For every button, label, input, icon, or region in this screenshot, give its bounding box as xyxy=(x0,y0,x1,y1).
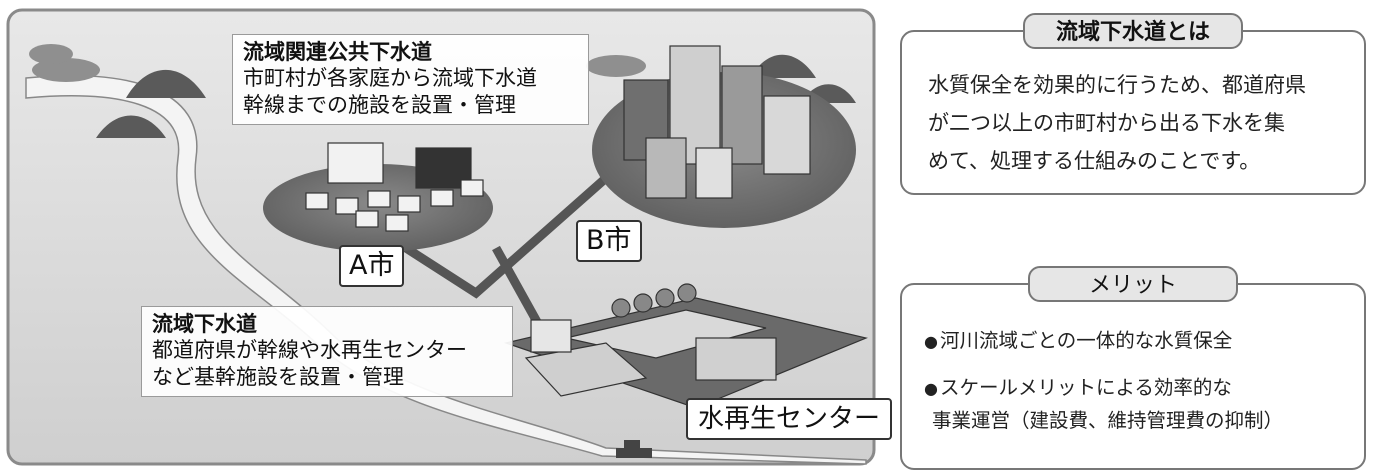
definition-line: 水質保全を効果的に行うため、都道府県 xyxy=(928,73,1306,97)
definition-heading: 流域下水道とは xyxy=(1023,13,1243,49)
sewerage-illustration: 流域関連公共下水道 市町村が各家庭から流域下水道 幹線までの施設を設置・管理 流… xyxy=(6,8,893,468)
bullet-icon: ● xyxy=(924,379,938,398)
merit-item: ●スケールメリットによる効率的な 事業運営（建設費、維持管理費の抑制） xyxy=(924,372,1364,437)
definition-line: めて、処理する仕組みのことです。 xyxy=(928,149,1261,173)
regional-sewer-callout: 流域下水道 都道府県が幹線や水再生センター など基幹施設を設置・管理 xyxy=(141,306,513,397)
city-a-houses xyxy=(305,142,484,232)
merit-item-text-continued: 事業運営（建設費、維持管理費の抑制） xyxy=(932,409,1284,432)
treatment-plant xyxy=(503,283,868,409)
definition-line: が二つ以上の市町村から出る下水を集 xyxy=(928,111,1285,135)
merit-item: ●河川流域ごとの一体的な水質保全 xyxy=(924,325,1364,358)
callout-text-line: 幹線までの施設を設置・管理 xyxy=(243,92,516,117)
city-b-label: B市 xyxy=(576,220,642,262)
water-reclamation-center-label: 水再生センター xyxy=(686,398,893,440)
clouds xyxy=(29,44,646,82)
callout-text-line: 市町村が各家庭から流域下水道 xyxy=(243,66,537,91)
merit-item-text: 河川流域ごとの一体的な水質保全 xyxy=(939,329,1233,352)
callout-text-line: など基幹施設を設置・管理 xyxy=(152,364,404,389)
definition-box: 流域下水道とは 水質保全を効果的に行うため、都道府県 が二つ以上の市町村から出る… xyxy=(900,13,1366,195)
city-a-label: A市 xyxy=(339,245,405,287)
city-b-buildings xyxy=(623,45,811,199)
callout-title: 流域関連公共下水道 xyxy=(243,40,432,64)
merit-heading: メリット xyxy=(1028,266,1238,302)
municipal-sewer-callout: 流域関連公共下水道 市町村が各家庭から流域下水道 幹線までの施設を設置・管理 xyxy=(232,34,589,125)
definition-text: 水質保全を効果的に行うため、都道府県 が二つ以上の市町村から出る下水を集 めて、… xyxy=(928,66,1348,180)
callout-text-line: 都道府県が幹線や水再生センター xyxy=(152,338,467,363)
merit-list: ●河川流域ごとの一体的な水質保全 ●スケールメリットによる効率的な 事業運営（建… xyxy=(924,325,1364,451)
boat xyxy=(616,440,652,458)
river xyxy=(25,74,867,465)
bullet-icon: ● xyxy=(924,332,938,351)
callout-title: 流域下水道 xyxy=(152,312,257,336)
merit-item-text: スケールメリットによる効率的な xyxy=(939,376,1232,399)
merit-box: メリット ●河川流域ごとの一体的な水質保全 ●スケールメリットによる効率的な 事… xyxy=(900,266,1366,470)
